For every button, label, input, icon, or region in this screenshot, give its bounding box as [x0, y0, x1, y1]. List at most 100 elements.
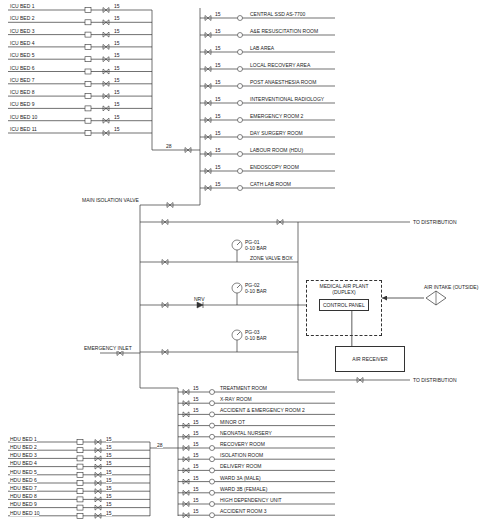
pipe-size: 15 [193, 508, 199, 514]
outlet-name: LAB AREA [250, 45, 274, 51]
box-symbol [85, 57, 91, 62]
pipe-line [140, 222, 410, 223]
outlet-symbol [238, 16, 243, 21]
gauge-needle [237, 285, 240, 288]
pipe-size: 15 [106, 469, 112, 475]
pipe-line [8, 10, 152, 11]
outlet-name: DAY SURGERY ROOM [250, 130, 303, 136]
node-label: AIR INTAKE (OUTSIDE) [424, 284, 478, 290]
node-label: CONTROL PANEL [323, 302, 365, 308]
outlet-symbol [210, 434, 215, 439]
pressure-gauge [232, 283, 242, 293]
pipe-line [200, 188, 335, 189]
outlet-name: LABOUR ROOM (HDU) [250, 147, 303, 153]
valve-symbol [103, 57, 109, 62]
box-symbol [85, 118, 91, 123]
outlet-name: ENDOSCOPY ROOM [250, 164, 299, 170]
outlet-symbol [238, 118, 243, 123]
pipe-line [8, 96, 152, 97]
pipe-size: 15 [215, 164, 221, 170]
outlet-symbol [238, 33, 243, 38]
valve-symbol [205, 169, 211, 174]
box-symbol [77, 513, 83, 518]
pipe-line [140, 262, 298, 263]
box-symbol [77, 456, 83, 461]
valve-symbol [95, 513, 101, 518]
box-symbol [77, 481, 83, 486]
pipe-size: 15 [114, 15, 120, 21]
valve-symbol [185, 148, 191, 153]
pipe-line [200, 69, 335, 70]
valve-symbol [205, 118, 211, 123]
box-symbol [77, 464, 83, 469]
pipe-line [178, 392, 335, 393]
pipe-size: 15 [114, 52, 120, 58]
outlet-name: HDU BED 5 [10, 469, 37, 475]
outlet-symbol [238, 67, 243, 72]
pipe-size: 15 [215, 62, 221, 68]
outlet-name: ICU BED 4 [10, 40, 34, 46]
valve-symbol [162, 220, 168, 225]
plant-room-boundary: MEDICAL AIR PLANT (DUPLEX)CONTROL PANEL [306, 280, 382, 336]
valve-symbol [103, 106, 109, 111]
pipe-line [178, 504, 335, 505]
pipe-size: 15 [193, 452, 199, 458]
pipe-line [178, 492, 335, 493]
outlet-name: HIGH DEPENDENCY UNIT [220, 497, 282, 503]
valve-symbol [205, 33, 211, 38]
pipe-size: 15 [106, 510, 112, 516]
outlet-name: ACCIDENT & EMERGENCY ROOM 2 [220, 407, 305, 413]
outlet-name: ICU BED 10 [10, 114, 37, 120]
outlet-symbol [238, 135, 243, 140]
pipe-size: 15 [114, 101, 120, 107]
destination-label: TO DISTRIBUTION [413, 219, 457, 225]
pipe-line [178, 414, 335, 415]
valve-symbol [95, 472, 101, 477]
gauge-needle [237, 242, 240, 245]
outlet-name: CENTRAL SSD AS-7700 [250, 11, 305, 17]
valve-symbol [205, 101, 211, 106]
valve-symbol [95, 481, 101, 486]
valve-symbol [183, 434, 189, 439]
pipe-size: 15 [114, 28, 120, 34]
gauge-range: 0-10 BAR [245, 288, 267, 294]
outlet-name: HDU BED 2 [10, 444, 37, 450]
pipe-size: 15 [106, 444, 112, 450]
outlet-name: ICU BED 6 [10, 65, 34, 71]
pipe-line [8, 83, 152, 84]
outlet-name: HDU BED 7 [10, 485, 37, 491]
valve-symbol [183, 446, 189, 451]
valve-symbol [95, 456, 101, 461]
box-symbol [85, 32, 91, 37]
valve-symbol [103, 94, 109, 99]
valve-symbol [103, 32, 109, 37]
box-symbol [85, 69, 91, 74]
valve-symbol [183, 468, 189, 473]
pipe-size: 15 [193, 385, 199, 391]
filter-element [436, 291, 437, 305]
valve-label: NRV [194, 296, 204, 302]
valve-symbol [162, 350, 168, 355]
valve-symbol [205, 152, 211, 157]
outlet-name: ICU BED 9 [10, 101, 34, 107]
pipe-line [178, 403, 335, 404]
pipe-line [200, 137, 335, 138]
outlet-name: CATH LAB ROOM [250, 181, 291, 187]
outlet-symbol [210, 412, 215, 417]
valve-symbol [103, 81, 109, 86]
pipe-line [8, 133, 152, 134]
pipe-line [140, 388, 178, 389]
pipe-line [200, 52, 335, 53]
outlet-symbol [210, 502, 215, 507]
control-panel-box: CONTROL PANEL [319, 299, 369, 311]
valve-symbol [183, 401, 189, 406]
box-symbol [85, 131, 91, 136]
box-symbol [77, 497, 83, 502]
outlet-name: TREATMENT ROOM [220, 385, 267, 391]
pipe-size: 15 [193, 419, 199, 425]
pipe-line [150, 448, 178, 449]
valve-symbol [205, 67, 211, 72]
outlet-name: MINOR OT [220, 419, 245, 425]
outlet-name: ICU BED 11 [10, 126, 37, 132]
valve-symbol [103, 69, 109, 74]
